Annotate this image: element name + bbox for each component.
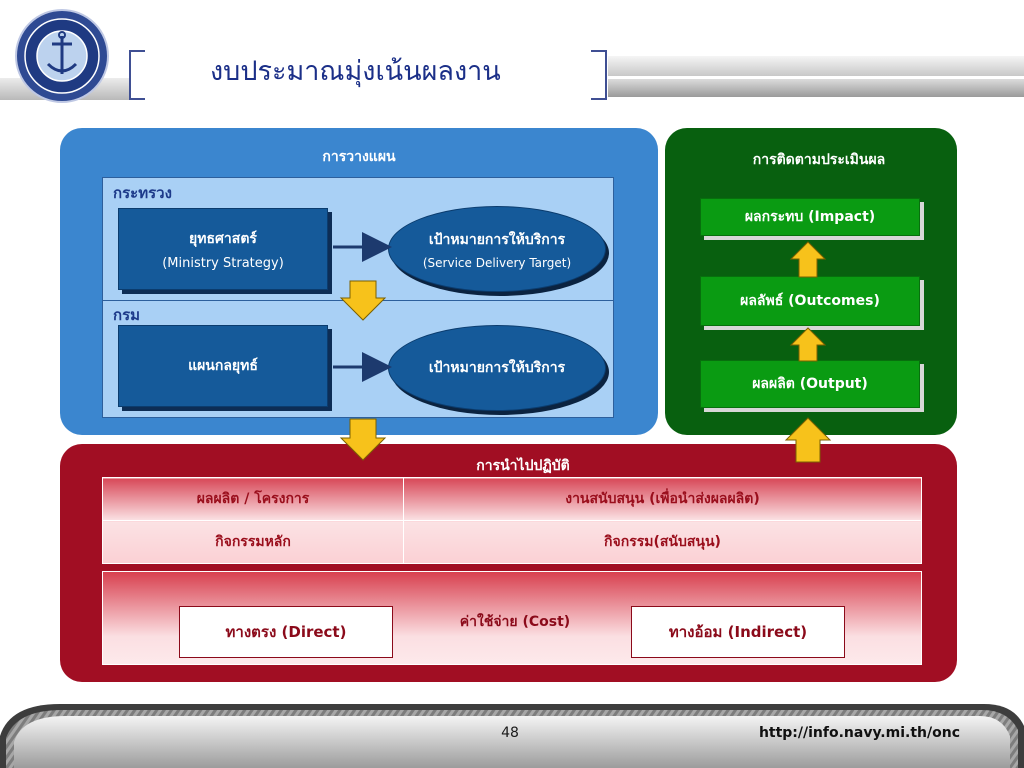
header-bar-top (608, 56, 1024, 76)
header-bar-bottom (608, 79, 1024, 97)
footer-wave (0, 696, 1024, 768)
page-number: 48 (501, 725, 519, 741)
activity-table: ผลผลิต / โครงการ งานสนับสนุน (เพื่อนำส่ง… (102, 477, 922, 564)
ministry-strategy-box: ยุทธศาสตร์ (Ministry Strategy) (118, 208, 328, 290)
strategic-plan-title: แผนกลยุทธ์ (188, 358, 258, 374)
output-box: ผลผลิต (Output) (700, 360, 920, 408)
activity-table-row: กิจกรรมหลัก กิจกรรม(สนับสนุน) (102, 520, 922, 564)
implementation-to-output-arrow (784, 417, 832, 463)
ministry-to-department-arrow (339, 280, 387, 321)
service-delivery-target-ellipse: เป้าหมายการให้บริการ (Service Delivery T… (388, 206, 606, 292)
cost-label: ค่าใช้จ่าย (Cost) (459, 614, 571, 630)
activity-table-header-row: ผลผลิต / โครงการ งานสนับสนุน (เพื่อนำส่ง… (102, 477, 922, 521)
monitoring-title: การติดตามประเมินผล (752, 152, 886, 168)
footer-url[interactable]: http://info.navy.mi.th/onc (758, 725, 960, 741)
strategic-plan-box: แผนกลยุทธ์ (118, 325, 328, 407)
department-label: กรม (113, 306, 141, 324)
direct-cost-box: ทางตรง (Direct) (179, 606, 393, 658)
planning-title: การวางแผน (322, 149, 396, 165)
navy-seal-logo-icon (6, 8, 118, 104)
support-work-header: งานสนับสนุน (เพื่อนำส่งผลผลิต) (403, 477, 922, 521)
page-title: งบประมาณมุ่งเน้นผลงาน (210, 56, 501, 87)
ministry-strategy-subtitle: (Ministry Strategy) (162, 255, 284, 271)
service-target-subtitle: (Service Delivery Target) (422, 255, 572, 270)
title-bracket-left (129, 50, 145, 100)
output-project-header: ผลผลิต / โครงการ (102, 477, 404, 521)
ministry-label: กระทรวง (113, 184, 172, 202)
ministry-strategy-title: ยุทธศาสตร์ (189, 230, 257, 247)
outcomes-to-impact-arrow (789, 241, 827, 278)
impact-box: ผลกระทบ (Impact) (700, 198, 920, 236)
main-activity-cell: กิจกรรมหลัก (102, 520, 404, 564)
service-target-title: เป้าหมายการให้บริการ (428, 231, 566, 248)
title-bracket-right (591, 50, 607, 100)
implementation-title: การนำไปปฏิบัติ (476, 458, 570, 474)
department-service-target-ellipse: เป้าหมายการให้บริการ (388, 325, 606, 411)
indirect-cost-box: ทางอ้อม (Indirect) (631, 606, 845, 658)
outcomes-box: ผลลัพธ์ (Outcomes) (700, 276, 920, 326)
support-activity-cell: กิจกรรม(สนับสนุน) (403, 520, 922, 564)
planning-to-implementation-arrow (339, 418, 387, 461)
department-service-target-title: เป้าหมายการให้บริการ (428, 360, 566, 376)
output-to-outcomes-arrow (789, 327, 827, 362)
